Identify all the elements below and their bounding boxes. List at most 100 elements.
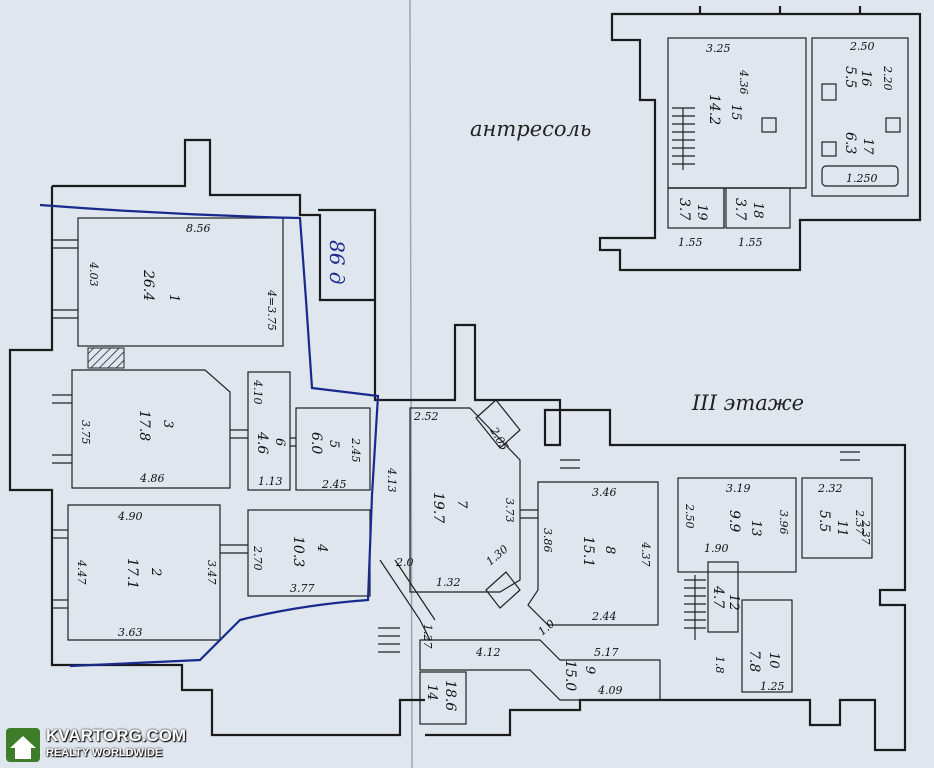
room-8	[527, 481, 659, 626]
misc-dim: 2.0	[395, 556, 414, 569]
room-12-area: 4.7	[710, 585, 726, 608]
room-7-area: 19.7	[430, 492, 446, 523]
room-7-height: 4.13	[385, 467, 398, 493]
room-6-number: 6	[272, 438, 287, 446]
room-3-width: 4.86	[139, 472, 165, 485]
misc-dim: 1.0	[536, 617, 558, 638]
house-logo-icon	[6, 728, 40, 762]
chimney-hatch	[87, 347, 125, 369]
misc-dim: 1.30	[484, 543, 511, 569]
main-floor-walls	[8, 138, 907, 752]
room-13-side: 3.96	[777, 510, 790, 535]
room-14-area: 18.6	[442, 680, 458, 711]
mezzanine-block	[598, 6, 922, 272]
sink-icon	[821, 83, 837, 101]
room-11-height: 2.37	[853, 509, 866, 535]
room-4-number: 4	[314, 543, 329, 552]
room-2-number: 2	[148, 567, 163, 576]
room-9-width: 4.09	[597, 684, 623, 697]
room-12-number: 12	[726, 594, 741, 611]
room-1-height: 4.03	[87, 261, 100, 287]
room-6-width: 1.13	[258, 475, 283, 488]
room-7-number: 7	[454, 500, 469, 509]
room-19-number: 19	[694, 204, 709, 221]
paper-fold	[409, 0, 413, 768]
room-13-number: 13	[748, 520, 763, 537]
room-3	[71, 369, 231, 489]
handwritten-note: 86 д	[325, 240, 349, 284]
room-13-width-bottom: 1.90	[704, 542, 729, 555]
room-4-height: 2.70	[251, 545, 264, 571]
room-19-area: 3.7	[676, 198, 692, 220]
window-marks	[52, 239, 860, 609]
bathtub-icon	[821, 165, 899, 187]
room-7	[409, 407, 521, 593]
room-11	[801, 477, 873, 559]
room-8-width: 3.46	[592, 486, 617, 499]
room-9-area: 15.0	[562, 660, 578, 691]
room-1-area: 26.4	[140, 269, 156, 301]
room-10	[741, 599, 793, 693]
room-2-side: 3.47	[205, 560, 218, 585]
room-13-area: 9.9	[726, 510, 742, 532]
room-14-height: 1.27	[421, 624, 434, 649]
room-13-height: 2.50	[683, 503, 696, 529]
room-17-area: 6.3	[842, 132, 858, 154]
room-11-area: 5.5	[816, 510, 832, 532]
room-13-width: 3.19	[726, 482, 751, 495]
room-8-height: 3.86	[541, 528, 554, 553]
room-19-width: 1.55	[678, 236, 703, 249]
watermark: KVARTORG.COM REALTY WORLDWIDE	[6, 726, 192, 764]
annotation-line	[39, 203, 380, 668]
room-7-width-bottom: 1.32	[436, 576, 461, 589]
room-8-number: 8	[602, 546, 617, 554]
room-9-corridor	[419, 639, 661, 701]
room-15-number: 15	[728, 104, 743, 121]
room-2-width: 4.90	[117, 510, 143, 523]
room-2-height: 4.47	[75, 559, 88, 585]
sink-icon	[885, 117, 901, 133]
room-6	[247, 371, 291, 491]
door-niche	[475, 399, 521, 449]
room-8-area: 15.1	[580, 536, 596, 567]
room-7-side: 3.73	[503, 498, 516, 523]
room-15-area: 14.2	[706, 94, 722, 125]
room-5-area: 6.0	[308, 432, 324, 454]
door-niche	[485, 571, 521, 609]
room-3-height: 3.75	[79, 420, 92, 445]
room-15-height: 4.36	[737, 69, 750, 95]
watermark-line1: KVARTORG.COM	[46, 726, 187, 745]
room-4-width: 3.77	[290, 582, 315, 595]
room-17-number: 17	[860, 138, 875, 155]
room-1-width: 8.56	[186, 222, 211, 235]
room-18-width: 1.55	[738, 236, 763, 249]
room-5-width: 2.45	[321, 478, 347, 491]
room-7-diagonal: 2.05	[487, 424, 511, 453]
room-5-height: 2.45	[349, 437, 362, 463]
main-stairs	[378, 575, 706, 653]
room-11-width: 2.32	[817, 482, 843, 495]
room-2-area: 17.1	[124, 558, 140, 589]
room-1-side: 4=3.75	[265, 289, 278, 331]
room-16-area: 5.5	[842, 66, 858, 88]
room-18-area: 3.7	[732, 198, 748, 220]
room-16-number: 16	[858, 70, 873, 87]
room-10-number: 10	[766, 652, 781, 669]
floor-title: III этаже	[691, 391, 804, 415]
room-12	[707, 561, 739, 633]
room-2-width-bottom: 3.63	[118, 626, 143, 639]
room-10-width: 1.25	[760, 680, 785, 693]
room-16-height: 2.20	[881, 65, 894, 91]
room-9-width-top: 5.17	[594, 646, 619, 659]
room-16-width: 2.50	[849, 40, 875, 53]
room-6-height: 4.10	[251, 379, 264, 405]
room-5-number: 5	[326, 440, 341, 448]
watermark-line2: REALTY WORLDWIDE	[46, 747, 163, 759]
room-18-number: 18	[750, 202, 765, 219]
sink-icon	[761, 117, 777, 133]
room-9-number: 9	[582, 666, 597, 674]
room-6-area: 4.6	[254, 431, 270, 454]
room-3-number: 3	[160, 420, 175, 428]
room-13	[677, 477, 797, 573]
